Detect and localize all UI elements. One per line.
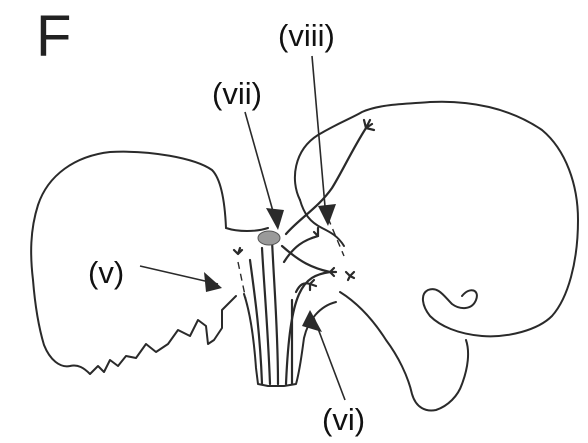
fiber-tract-3 — [272, 240, 278, 384]
fiber-tract-4 — [282, 246, 330, 384]
tuft-right-end — [346, 272, 354, 280]
label-vii: (vii) — [212, 76, 262, 111]
label-vi: (vi) — [322, 402, 365, 437]
tuft-top-right — [364, 120, 374, 130]
nucleus-blob — [258, 231, 280, 245]
arrowhead-vi — [302, 310, 322, 332]
left-midline-outline — [226, 228, 268, 231]
tuft-far-right — [330, 268, 336, 276]
label-viii: (viii) — [278, 18, 335, 53]
fiber-tracts — [250, 128, 366, 384]
fiber-tract-8 — [284, 236, 318, 262]
tuft-lower-right — [310, 280, 316, 290]
tuft-left — [234, 248, 242, 254]
arrowhead-vii — [266, 208, 284, 230]
pointer-vii — [245, 112, 276, 222]
right-hemisphere-outline — [295, 102, 578, 337]
arrowhead-viii — [318, 204, 336, 226]
fiber-tract-2 — [262, 248, 270, 384]
arrowhead-v — [204, 272, 222, 292]
panel-letter: F — [36, 4, 71, 69]
left-hemisphere-outline — [31, 152, 236, 374]
label-v: (v) — [88, 255, 124, 290]
right-lower-lobe-outline — [340, 292, 468, 410]
